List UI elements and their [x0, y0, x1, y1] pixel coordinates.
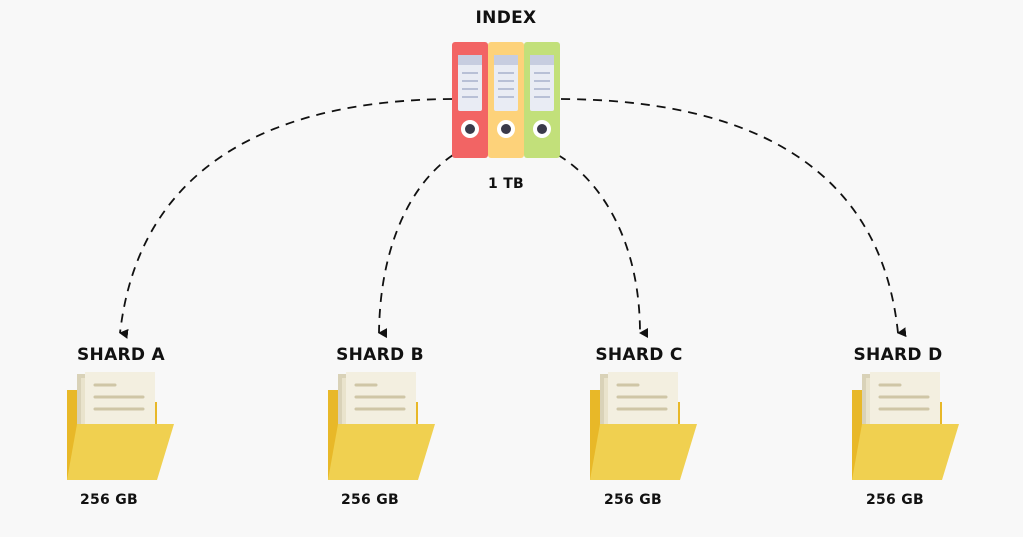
folder-icon-shard-a: [65, 370, 176, 482]
arrow-to-shard-a: [119, 98, 453, 339]
folder-icon-shard-b: [326, 370, 437, 482]
index-size: 1 TB: [487, 176, 525, 192]
connectors: [119, 98, 907, 339]
folder-icon-shard-c: [588, 370, 699, 482]
binder-yellow: [488, 42, 524, 158]
shard-d-title: SHARD D: [853, 345, 943, 365]
shard-c-title: SHARD C: [595, 345, 683, 365]
binder-red: [452, 42, 488, 158]
shard-d-size: 256 GB: [865, 492, 925, 508]
arrow-to-shard-b: [378, 154, 454, 339]
binders-icon: [452, 42, 560, 158]
folder-icon-shard-d: [850, 370, 961, 482]
arrow-to-shard-d: [560, 98, 907, 338]
shard-b-size: 256 GB: [340, 492, 400, 508]
shard-a-size: 256 GB: [79, 492, 139, 508]
binder-green: [524, 42, 560, 158]
arrow-to-shard-c: [557, 154, 649, 338]
shard-a-title: SHARD A: [76, 345, 166, 365]
shard-b-title: SHARD B: [336, 345, 424, 365]
index-title: INDEX: [475, 8, 537, 28]
shard-c-size: 256 GB: [603, 492, 663, 508]
